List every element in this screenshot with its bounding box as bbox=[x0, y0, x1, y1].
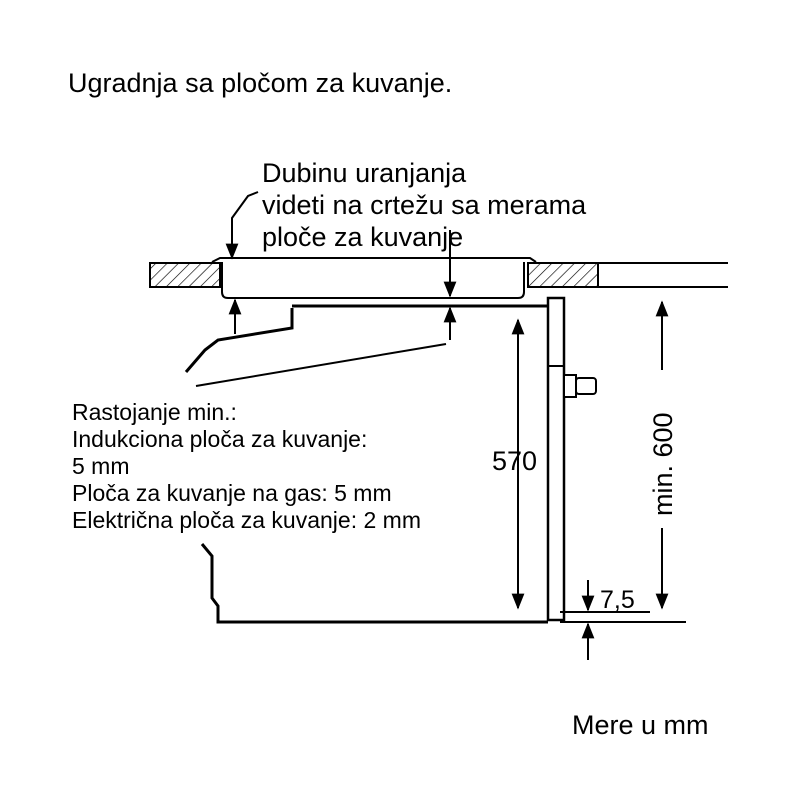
note-leader-arrow bbox=[225, 191, 259, 260]
oven-bottom bbox=[200, 543, 548, 624]
note-line-3: ploče za kuvanje bbox=[262, 222, 463, 252]
hob bbox=[211, 257, 537, 299]
dimension-600-label: min. 600 bbox=[648, 412, 678, 516]
oven-knob-base bbox=[563, 374, 577, 398]
dimension-570-label: 570 bbox=[492, 446, 537, 476]
note-line-1: Dubinu uranjanja bbox=[262, 158, 467, 188]
oven-top-left-slope bbox=[184, 308, 294, 373]
dimension-bottom-gap: 7,5 bbox=[560, 580, 686, 660]
distance-info-line-1: Rastojanje min.: bbox=[72, 399, 237, 425]
note-line-2: videti na crtežu sa merama bbox=[262, 190, 587, 220]
units-note: Mere u mm bbox=[572, 710, 709, 740]
distance-info-line-3: 5 mm bbox=[72, 453, 130, 479]
countertop bbox=[149, 262, 728, 288]
distance-info-line-5: Električna ploča za kuvanje: 2 mm bbox=[72, 507, 421, 533]
oven-front-panel bbox=[546, 296, 566, 622]
hob-top-edge bbox=[211, 257, 537, 263]
page-title: Ugradnja sa pločom za kuvanje. bbox=[68, 68, 452, 98]
oven-knob bbox=[575, 377, 597, 395]
countertop-right bbox=[527, 262, 599, 288]
immersion-note: Dubinu uranjanja videti na crtežu sa mer… bbox=[225, 158, 587, 260]
distance-info-line-4: Ploča za kuvanje na gas: 5 mm bbox=[72, 480, 392, 506]
distance-info-line-2: Indukciona ploča za kuvanje: bbox=[72, 426, 367, 452]
dimension-niche-height: min. 600 bbox=[648, 300, 678, 610]
countertop-left bbox=[149, 262, 221, 288]
dimension-7-5-label: 7,5 bbox=[600, 586, 635, 614]
oven-inner-slope bbox=[195, 343, 447, 387]
dimension-oven-height: 570 bbox=[492, 318, 537, 610]
hob-body bbox=[221, 262, 525, 299]
distance-info: Rastojanje min.: Indukciona ploča za kuv… bbox=[72, 399, 421, 533]
oven bbox=[184, 296, 597, 624]
